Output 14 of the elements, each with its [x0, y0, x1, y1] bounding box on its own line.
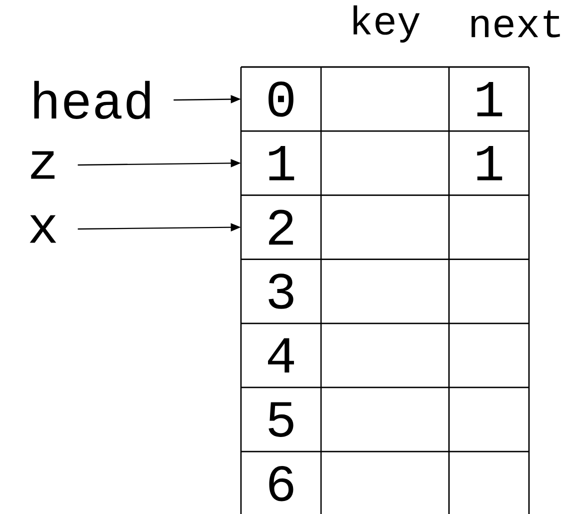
next-value: 1: [477, 146, 502, 180]
index-cell: 0: [268, 81, 294, 117]
pointer-name: z: [31, 151, 55, 179]
index-cell: 5: [268, 402, 294, 437]
index-cell: 3: [268, 274, 294, 309]
pointer-name: x: [30, 215, 56, 243]
index-cell: 1: [269, 146, 294, 180]
pointer-name: head: [34, 80, 150, 120]
column-header: next: [472, 10, 560, 38]
next-value: 1: [477, 82, 502, 116]
index-cell: 6: [269, 466, 294, 502]
index-cell: 2: [269, 210, 293, 245]
index-cell: 4: [268, 338, 294, 373]
column-header: key: [354, 5, 420, 43]
